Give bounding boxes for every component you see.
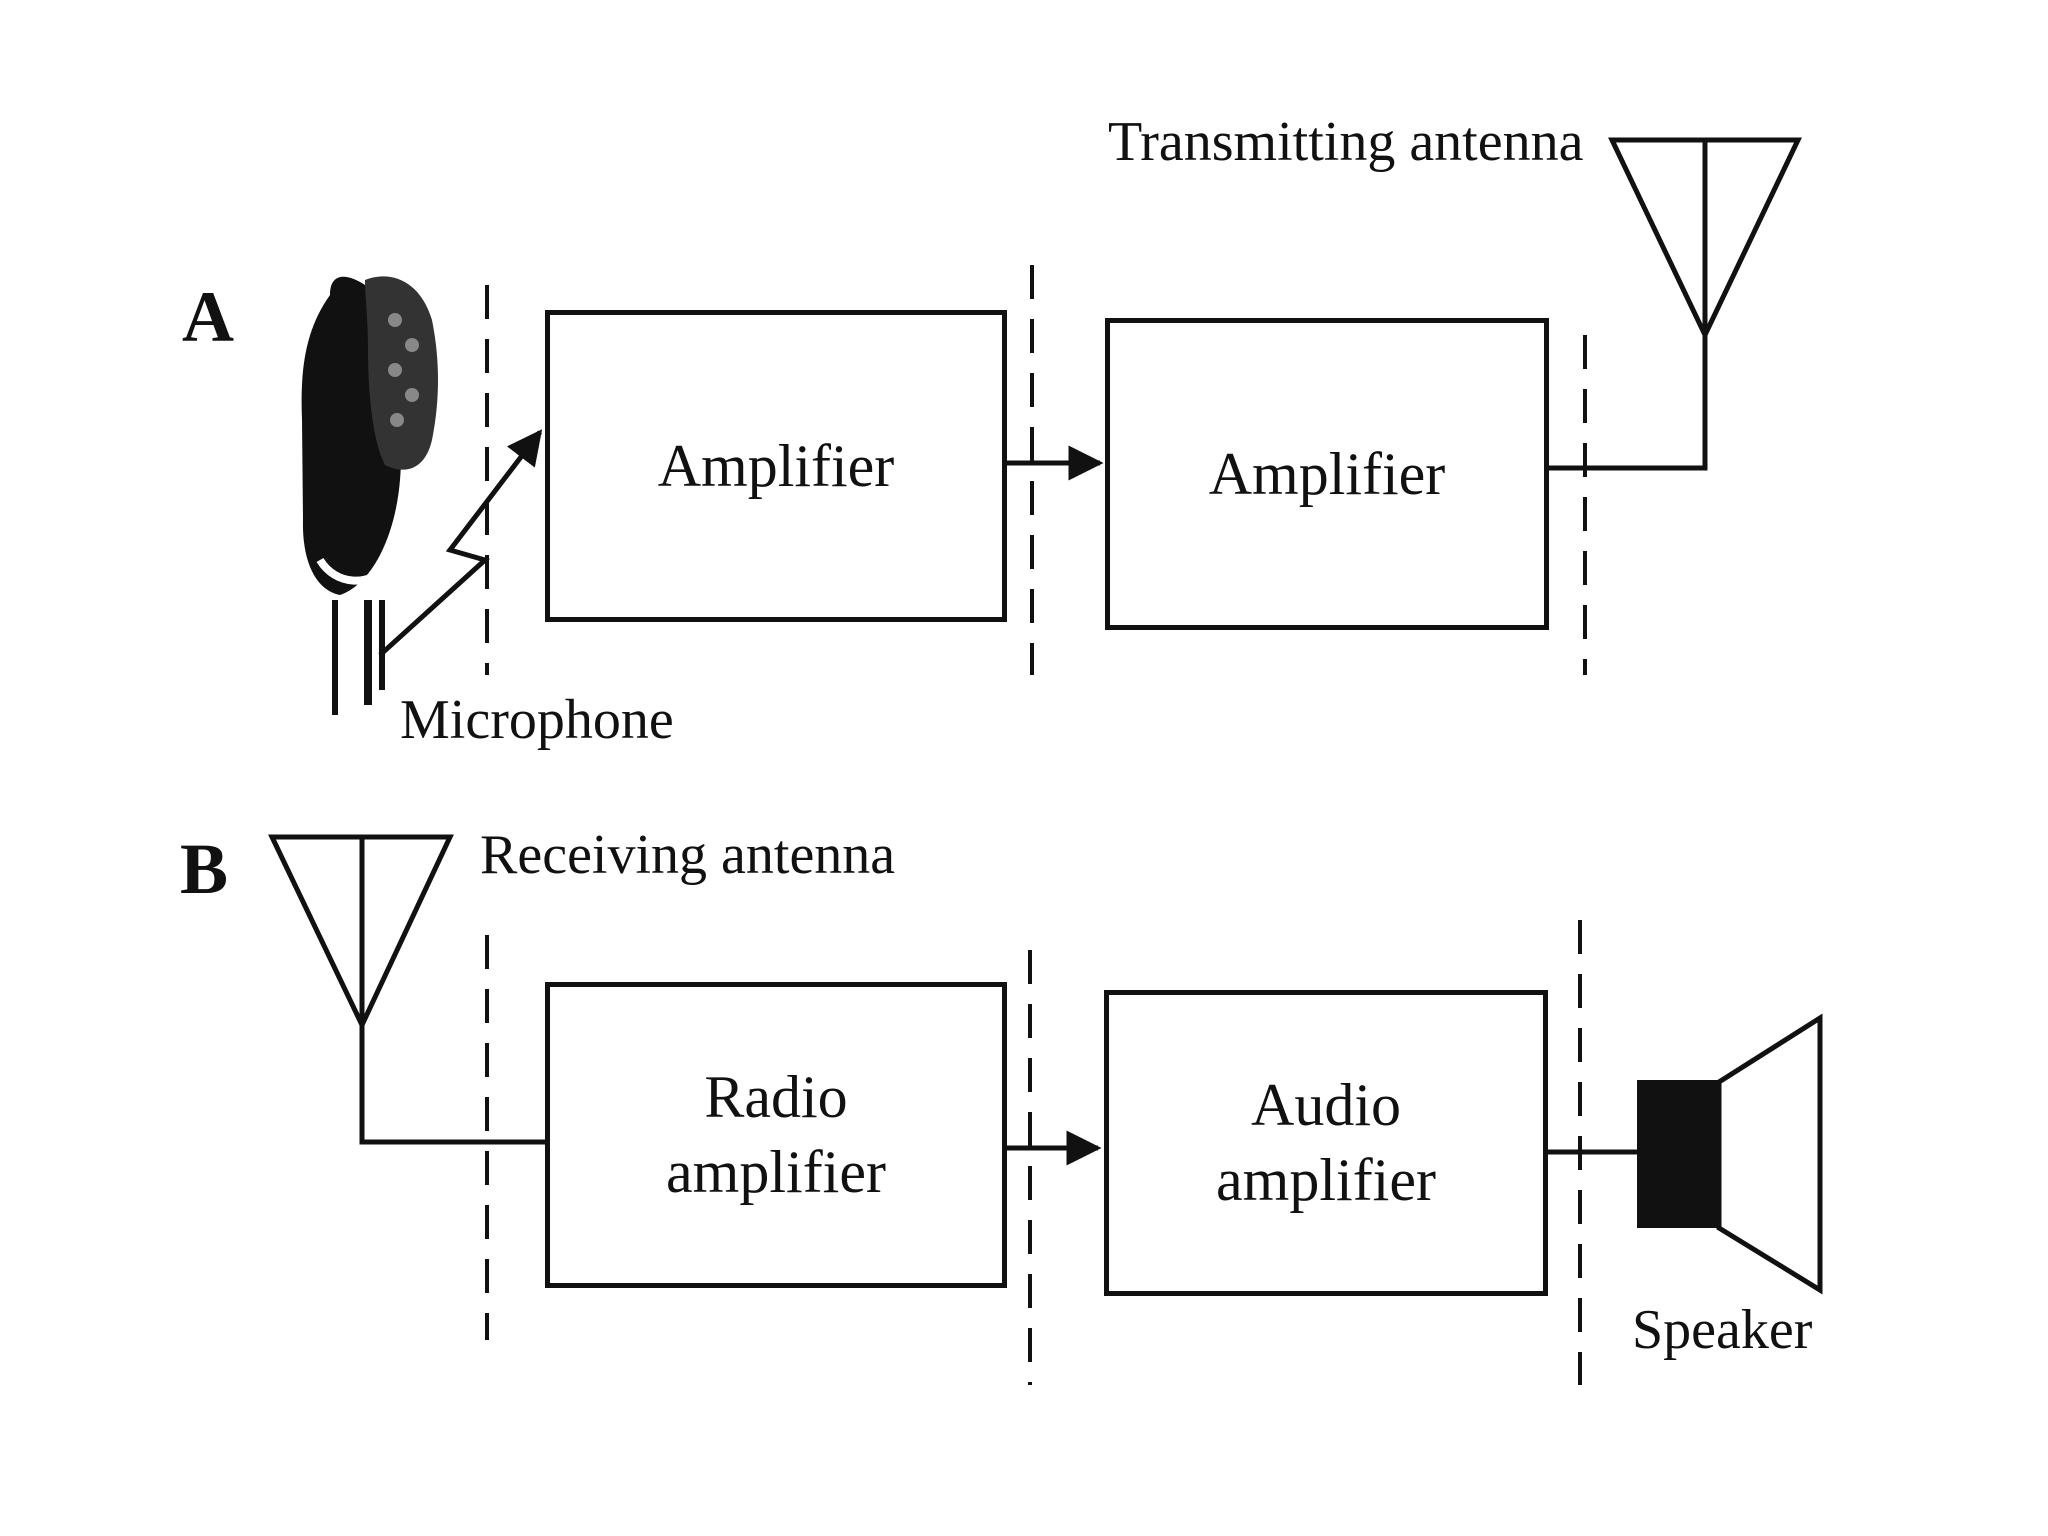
panel-label-b: B (180, 829, 229, 909)
speaker-icon (1637, 1013, 1823, 1295)
microphone-label: Microphone (400, 689, 674, 751)
connector-a2 (1547, 335, 1708, 471)
receiving-antenna-label: Receiving antenna (480, 824, 896, 886)
audio-amplifier-box: Audio amplifier (1104, 990, 1548, 1296)
audio-amplifier-label: Audio amplifier (1216, 1072, 1436, 1213)
amplifier-box-a2: Amplifier (1105, 318, 1549, 630)
transmitting-antenna-icon (1608, 137, 1802, 341)
radio-amplifier-label: Radio amplifier (666, 1064, 886, 1205)
signal-arrow-a (378, 429, 543, 657)
radio-amplifier-box: Radio amplifier (545, 982, 1007, 1288)
transmitting-antenna-label: Transmitting antenna (1108, 111, 1584, 173)
speaker-label: Speaker (1632, 1299, 1813, 1361)
receiving-antenna-icon (268, 834, 454, 1031)
amplifier-box-a1: Amplifier (545, 310, 1007, 622)
connector-b0 (359, 1025, 545, 1145)
amplifier-box-a2-label: Amplifier (1208, 440, 1446, 507)
microphone-icon (301, 276, 438, 715)
amplifier-box-a1-label: Amplifier (657, 432, 895, 499)
panel-label-a: A (182, 277, 234, 357)
